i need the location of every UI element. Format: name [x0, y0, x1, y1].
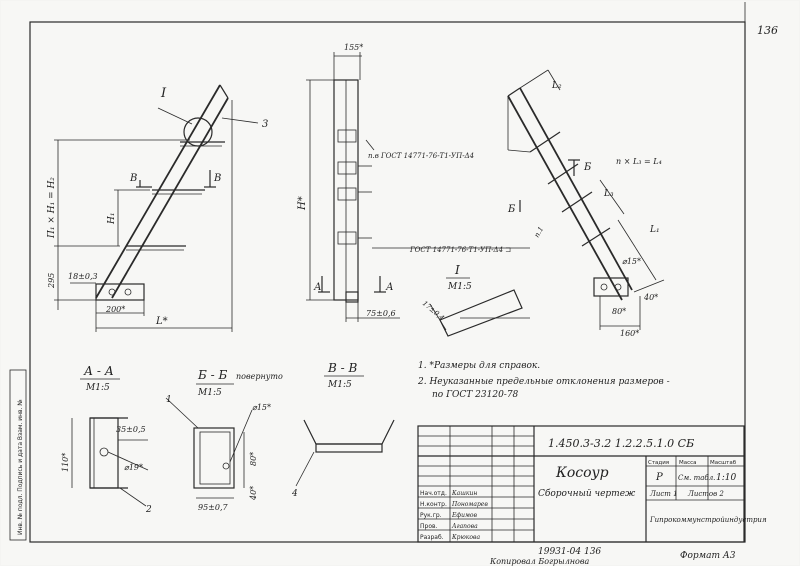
dim-155: 155* — [344, 43, 363, 52]
part-name: Косоур — [555, 465, 609, 481]
note-1: 1. *Размеры для справок. — [418, 361, 540, 371]
detail-I-scale: М1:5 — [447, 282, 472, 292]
dim-h-left: П₁ × Н₁ = Н₂ — [47, 177, 57, 239]
designation: 1.450.3-3.2 1.2.2.5.1.0 СБ — [548, 437, 694, 450]
pos-4-callout: 4 — [291, 489, 298, 499]
pos-2-callout: 2 — [145, 505, 152, 515]
name-4: Крюкова — [451, 534, 480, 541]
mass-header: Масса — [679, 460, 697, 466]
dim-80b: 80* — [249, 452, 258, 466]
detail-I-title: I — [454, 263, 460, 277]
dim-95: 95±0,7 — [198, 503, 229, 512]
section-vv-scale: М1:5 — [327, 380, 352, 390]
stringer-side-view — [306, 52, 530, 322]
dim-75: 75±0,6 — [366, 309, 396, 318]
stage-header: Стадия — [648, 460, 669, 466]
dim-L: L* — [155, 316, 168, 327]
stringer-front-view — [54, 84, 259, 332]
section-B-marker-2: В — [213, 173, 221, 184]
pos-1-callout: 1 — [166, 395, 172, 405]
section-bb-scale: М1:5 — [197, 388, 222, 398]
scale-header: Масштаб — [710, 460, 737, 466]
dim-40: 40* — [643, 293, 658, 302]
name-0: Кашкин — [451, 490, 477, 497]
section-Bb-marker: Б — [583, 162, 592, 173]
role-3: Пров. — [420, 523, 438, 530]
detail-I-callout: I — [160, 86, 167, 101]
dim-h1: Н₁ — [107, 213, 117, 225]
organization: Гипрокоммунстройиндустрия — [649, 516, 767, 524]
page-number: 136 — [757, 24, 778, 37]
section-A-marker: А — [313, 282, 322, 293]
role-1: Н.контр. — [420, 501, 447, 508]
title-block — [417, 425, 745, 543]
mass-value: См. табл. — [678, 474, 715, 482]
gost-label-2: ГОСТ 14771-76-Т1-УП-Δ4 ⊐ — [409, 246, 511, 254]
name-3: Агапова — [451, 523, 478, 530]
format-label: Формат А3 — [680, 551, 736, 561]
section-vv-drawing — [295, 419, 395, 487]
dim-110: 110* — [61, 453, 70, 472]
dim-L2: L₂ — [551, 81, 562, 91]
stage-value: Р — [655, 472, 663, 483]
dim-40b: 40* — [249, 486, 258, 501]
section-A-marker-2: А — [385, 282, 394, 293]
section-aa-title: А - А — [83, 364, 114, 378]
left-strip-box — [9, 369, 27, 541]
dim-295: 295 — [47, 273, 56, 289]
dim-18: 18±0,3 — [68, 272, 98, 281]
note-3: по ГОСТ 23120-78 — [432, 390, 519, 400]
role-4: Разраб. — [420, 534, 444, 541]
dim-200: 200* — [105, 305, 125, 314]
dim-160: 160* — [620, 329, 639, 338]
detail-I-view — [429, 289, 530, 337]
copied-by: Копировал Богрылнова — [489, 557, 590, 566]
dim-L3: L₃ — [603, 189, 614, 199]
note-2: 2. Неуказанные предельные отклонения раз… — [417, 377, 670, 387]
dim-d15: ⌀15* — [622, 257, 641, 266]
dim-d19: ⌀19* — [124, 463, 143, 472]
gost-label-1: п.в ГОСТ 14771-76-Т1-УП-Δ4 — [368, 152, 474, 160]
section-B-marker: В — [129, 173, 137, 184]
scale-value: 1:10 — [716, 473, 736, 483]
section-bb-title: Б - Б — [197, 368, 228, 382]
role-0: Нач.отд. — [420, 490, 447, 497]
role-2: Рук.гр. — [420, 512, 442, 519]
section-aa-scale: М1:5 — [85, 383, 110, 393]
sheet-number: Лист 1 — [649, 490, 678, 498]
drawing-frame — [29, 21, 746, 543]
section-Bb-marker-2: Б — [507, 204, 516, 215]
section-vv-title: В - В — [327, 361, 358, 375]
dim-L1: L₁ — [649, 225, 660, 235]
dim-d15b: ⌀15* — [252, 403, 271, 412]
section-aa-drawing — [71, 417, 149, 507]
dim-H: Н* — [297, 196, 308, 211]
dim-n: n × L₃ = L₄ — [616, 157, 662, 166]
dim-80: 80* — [612, 307, 626, 316]
sheets-count: Листов 2 — [687, 490, 724, 498]
name-2: Ефимов — [451, 512, 478, 519]
pos-3-callout: 3 — [262, 119, 268, 130]
name-1: Пономарев — [451, 501, 488, 508]
section-bb-drawing — [165, 397, 253, 499]
dim-35: 35±0,5 — [116, 425, 146, 434]
stringer-right-view — [507, 69, 665, 330]
left-strip-text: Инв. № подл. Подпись и дата Взам. инв. № — [17, 399, 24, 535]
part-subtitle: Сборочный чертеж — [538, 488, 636, 499]
inventory-number: 19931-04 136 — [538, 547, 601, 557]
section-bb-note: повернуто — [236, 372, 283, 381]
